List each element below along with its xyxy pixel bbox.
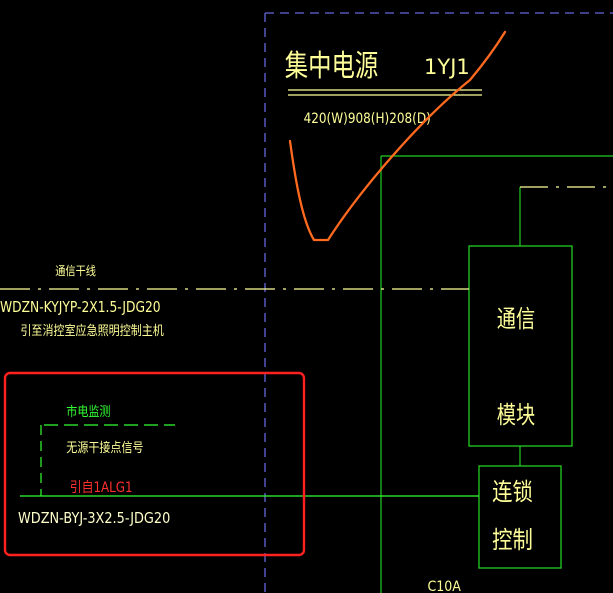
interlock-control-box <box>478 465 562 569</box>
comm-module-label-2: 模块 <box>497 402 536 430</box>
breaker-rating-label: C10A <box>428 579 461 593</box>
comm-module-label-1: 通信 <box>497 306 535 334</box>
cabinet-dimensions: 420(W)908(H)208(D) <box>304 111 431 127</box>
mains-monitor-label: 市电监测 <box>66 403 110 419</box>
interlock-label-2: 控制 <box>492 526 533 554</box>
orange-annotation-stroke <box>288 30 507 242</box>
comm-trunk-cable-spec: WDZN-KYJYP-2X1.5-JDG20 <box>0 299 161 316</box>
comm-trunk-label: 通信干线 <box>55 263 96 278</box>
source-reference: 引自1ALG1 <box>70 480 133 496</box>
interlock-label-1: 连锁 <box>492 478 533 506</box>
passive-signal-label: 无源干接点信号 <box>66 439 143 455</box>
interlock-cable-spec: WDZN-BYJ-3X2.5-JDG20 <box>18 510 170 527</box>
power-supply-title: 集中电源 <box>285 49 379 84</box>
comm-trunk-destination: 引至消控室应急照明控制主机 <box>20 322 163 338</box>
highlight-annotation-box <box>3 371 306 557</box>
equipment-code: 1YJ1 <box>424 55 470 79</box>
